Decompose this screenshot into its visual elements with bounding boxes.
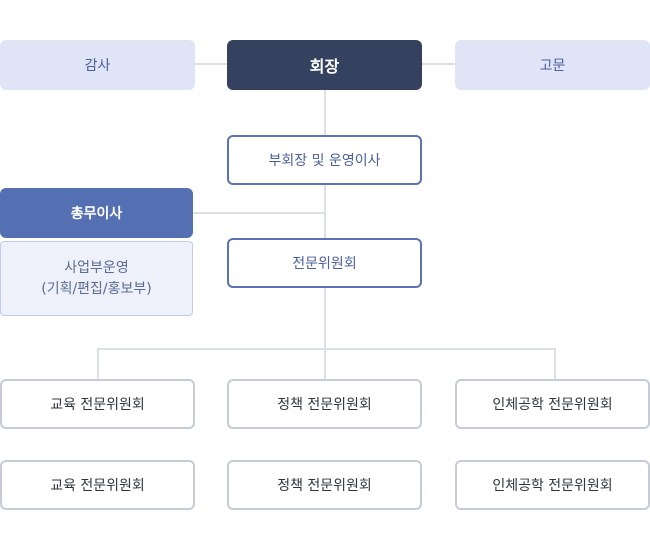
line-main-vertical: [324, 89, 326, 350]
committee-policy-2: 정책 전문위원회: [227, 460, 422, 510]
committee-education-1: 교육 전문위원회: [0, 379, 195, 429]
line-general-affairs: [192, 212, 325, 214]
advisor-box: 고문: [455, 40, 650, 90]
line-audit-chairman: [194, 63, 228, 65]
general-affairs-box: 총무이사: [0, 188, 193, 238]
committee-ergonomics-1: 인체공학 전문위원회: [455, 379, 650, 429]
general-affairs-detail-box: 사업부운영 (기획/편집/홍보부): [0, 241, 193, 316]
line-branch-center: [324, 348, 326, 380]
committee-ergonomics-2: 인체공학 전문위원회: [455, 460, 650, 510]
detail-line-1: 사업부운영: [64, 259, 129, 276]
chairman-box: 회장: [227, 40, 422, 90]
detail-line-2: (기획/편집/홍보부): [41, 280, 152, 297]
line-branch-right: [554, 348, 556, 380]
line-chairman-advisor: [421, 63, 456, 65]
vice-chair-box: 부회장 및 운영이사: [227, 135, 422, 185]
audit-box: 감사: [0, 40, 195, 90]
line-branch-horizontal: [97, 348, 556, 350]
committee-policy-1: 정책 전문위원회: [227, 379, 422, 429]
line-branch-left: [97, 348, 99, 380]
expert-committee-box: 전문위원회: [227, 238, 422, 288]
committee-education-2: 교육 전문위원회: [0, 460, 195, 510]
